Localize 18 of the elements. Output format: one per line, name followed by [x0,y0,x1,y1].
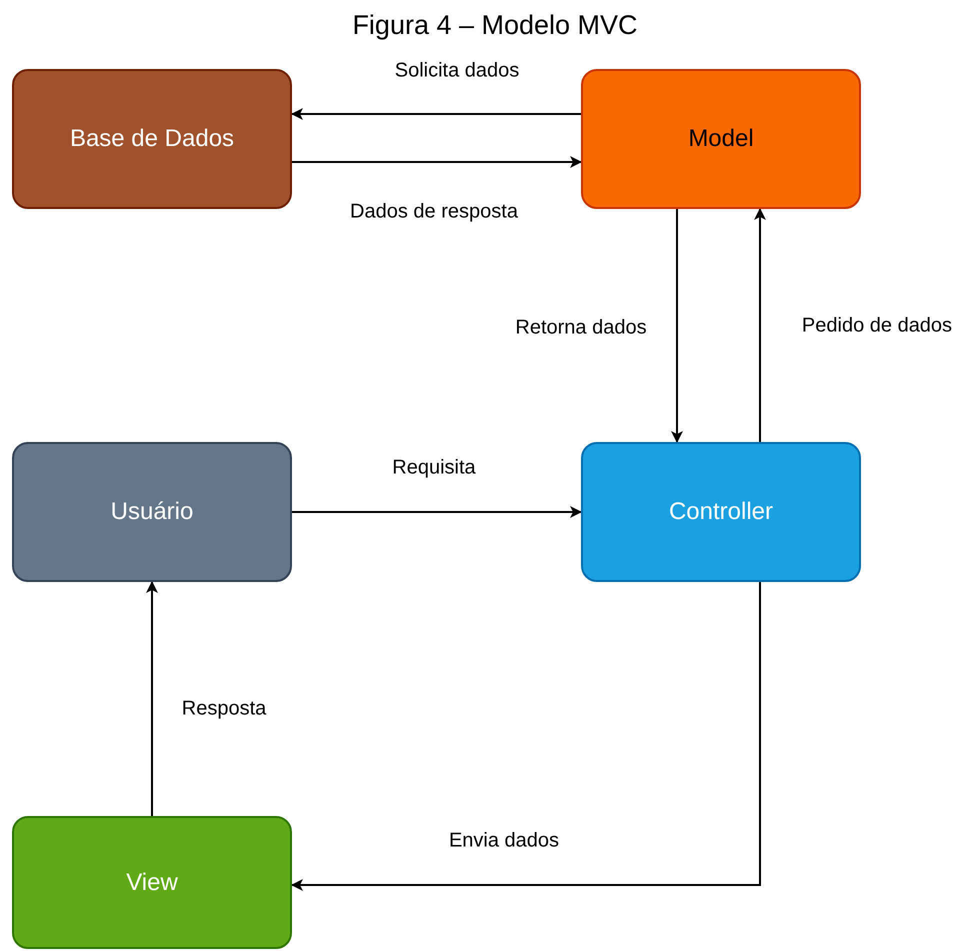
node-label: View [126,868,178,896]
arrow [292,506,582,518]
arrow [146,581,158,816]
node-label: Controller [668,498,774,526]
node-label: Model [688,125,754,153]
arrow [291,108,581,120]
node-label: Base de Dados [70,125,234,153]
arrow [671,209,683,443]
arrow [291,582,761,891]
process-box [12,69,292,209]
arrow [292,156,582,168]
process-box [581,69,861,209]
process-box [12,442,292,582]
node-label: Usuário [110,498,194,526]
diagram-title: Figura 4 – Modelo MVC [351,10,639,41]
arrow [754,208,766,442]
process-box [12,816,292,949]
process-box [581,442,861,582]
